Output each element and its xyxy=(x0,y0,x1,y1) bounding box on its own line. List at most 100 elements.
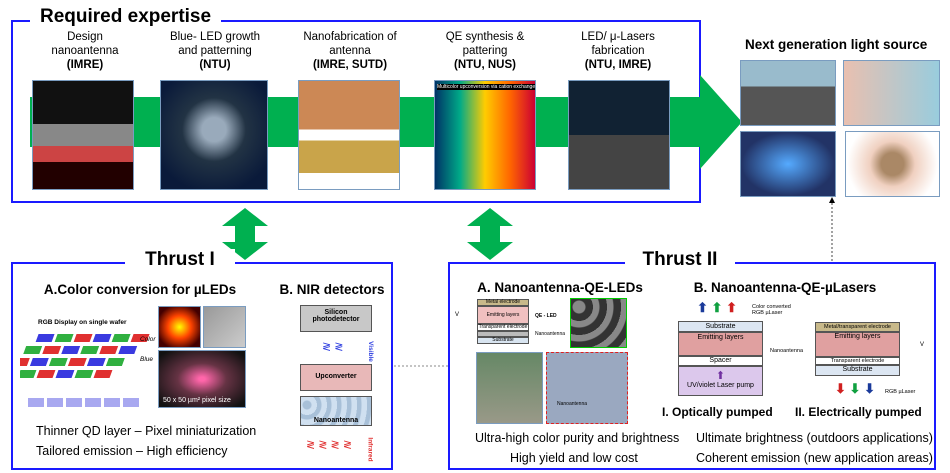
elec-transparent-layer: Transparent electrode xyxy=(815,357,900,365)
color-layer-label: Color xyxy=(140,336,156,343)
pixel xyxy=(92,334,112,342)
blue-pixel xyxy=(47,398,63,407)
thrust1-a-title: A.Color conversion for µLEDs xyxy=(43,282,237,297)
qe-image-caption: Multicolor upconversion via cation excha… xyxy=(437,84,536,90)
upconverter-layer: Upconverter xyxy=(300,364,372,391)
elec-substrate-layer: Substrate xyxy=(815,365,900,376)
contact-lens-photo xyxy=(845,131,940,197)
rgb-up-arrows: ⬆ ⬆ ⬆ xyxy=(697,300,737,315)
nanoantenna-layer-a xyxy=(477,331,529,337)
metal-electrode-layer: Metal electrode xyxy=(477,299,529,306)
infrared-label: Infrared xyxy=(366,437,374,462)
pump-label: UV/violet Laser pump xyxy=(687,382,754,389)
transparent-display-photo xyxy=(843,60,940,126)
pixel-photo: 50 x 50 µm² pixel size xyxy=(158,350,246,408)
nanofabrication-image xyxy=(298,80,400,190)
pixel xyxy=(80,346,100,354)
blue-pixel xyxy=(66,398,82,407)
pixel xyxy=(35,334,55,342)
sem-nanoantenna-image xyxy=(570,298,627,348)
blue-led-image xyxy=(160,80,268,190)
rgb-caption: RGB Display on single wafer xyxy=(38,319,127,326)
pixel xyxy=(73,334,93,342)
pixel xyxy=(67,358,87,366)
voltage-label-a: V xyxy=(455,312,460,318)
nanoantenna-label-b: Nanoantenna xyxy=(770,348,804,354)
thrust2-a-bullet-1: Ultra-high color purity and brightness xyxy=(475,431,680,445)
blue-pixel xyxy=(104,398,120,407)
led-laser-fabrication-image xyxy=(568,80,670,190)
pixel xyxy=(99,346,119,354)
nanoantenna-pointer-label: Nanoantenna xyxy=(557,401,588,407)
emitting-layers: Emitting layers xyxy=(477,306,529,324)
pixel-size-caption: 50 x 50 µm² pixel size xyxy=(163,397,231,404)
thrust2-a-title: A. Nanoantenna-QE-LEDs xyxy=(477,280,643,295)
pixel xyxy=(86,358,106,366)
nanoantenna-label-a: Nanoantenna xyxy=(535,331,566,337)
thrust2-b-bullet-1: Ultimate brightness (outdoors applicatio… xyxy=(696,431,933,445)
blue-pixel xyxy=(123,398,139,407)
qe-synthesis-image: Multicolor upconversion via cation excha… xyxy=(434,80,536,190)
pixel xyxy=(130,334,150,342)
pixel xyxy=(29,358,49,366)
pixel xyxy=(105,358,125,366)
thrust1-title: Thrust I xyxy=(125,249,235,271)
pixel xyxy=(20,358,30,366)
transparent-electrode-layer: Transparent electrode xyxy=(477,324,529,331)
qe-led-label: QE - LED xyxy=(535,313,557,319)
rgb-down-arrows: ⬇ ⬇ ⬇ xyxy=(835,381,875,396)
emission-pattern-image xyxy=(158,306,201,348)
visible-light-icon: ≷ ≷ xyxy=(322,341,344,353)
thrust1-b-title: B. NIR detectors xyxy=(279,282,385,297)
pixel xyxy=(55,370,75,378)
opt-pump-layer: ⬆UV/violet Laser pump xyxy=(678,366,763,396)
pixel xyxy=(54,334,74,342)
substrate-layer-a: Substrate xyxy=(477,337,529,344)
pixel xyxy=(42,346,62,354)
device-photo xyxy=(476,352,543,424)
thrust2-title: Thrust II xyxy=(625,249,735,271)
pixel xyxy=(20,370,37,378)
elec-emitting-layers: Emitting layers xyxy=(815,332,900,357)
device-zoom-photo: Nanoantenna xyxy=(546,352,628,424)
rgb-laser-label: RGB µLaser xyxy=(885,389,916,395)
infrared-light-icon: ≷ ≷ ≷ ≷ xyxy=(306,439,353,451)
elec-electrode-layer: Metal/transparent electrode xyxy=(815,322,900,332)
double-arrow-thrust2 xyxy=(467,208,513,260)
pixel xyxy=(74,370,94,378)
pixel xyxy=(111,334,131,342)
thrust1-bullet-2: Tailored emission – High efficiency xyxy=(36,444,228,458)
blue-layer-label: Blue xyxy=(140,356,154,363)
sem-array-image xyxy=(203,306,246,348)
nanoantenna-design-image xyxy=(32,80,134,190)
color-converted-label: Color converted RGB µLaser xyxy=(752,304,791,316)
silicon-photodetector-layer: Silicon photodetector xyxy=(300,305,372,332)
pixel xyxy=(118,346,138,354)
flexible-display-photo xyxy=(740,131,836,197)
visible-label: Visible xyxy=(366,341,374,362)
thrust2-a-bullet-2: High yield and low cost xyxy=(510,451,638,465)
pixel xyxy=(61,346,81,354)
voltage-label-b: V xyxy=(920,342,925,348)
opt-substrate-layer: Substrate xyxy=(678,321,763,332)
nanoantenna-layer: Nanoantenna xyxy=(300,396,372,426)
pixel xyxy=(23,346,43,354)
blue-pixel xyxy=(85,398,101,407)
pixel xyxy=(48,358,68,366)
next-gen-title: Next generation light source xyxy=(745,37,928,52)
pump-arrow-icon: ⬆ xyxy=(715,370,726,382)
pixel xyxy=(36,370,56,378)
double-arrow-thrust1 xyxy=(222,208,268,260)
expertise-label-4: QE synthesis &pattering(NTU, NUS) xyxy=(445,31,525,71)
electrically-pumped-label: II. Electrically pumped xyxy=(795,405,922,419)
thrust2-b-bullet-2: Coherent emission (new application areas… xyxy=(696,451,933,465)
opt-spacer-layer: Spacer xyxy=(678,356,763,366)
opt-emitting-layers: Emitting layers xyxy=(678,332,763,356)
optically-pumped-label: I. Optically pumped xyxy=(662,405,773,419)
rgb-pixel-array xyxy=(20,334,150,407)
blue-pixel xyxy=(28,398,44,407)
